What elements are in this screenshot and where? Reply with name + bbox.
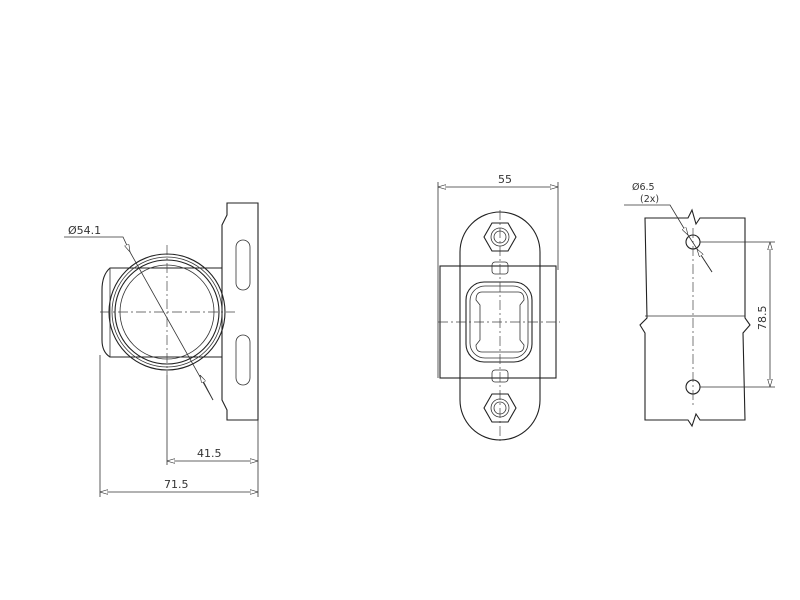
hole-leader — [624, 204, 688, 235]
nut-bore — [490, 398, 510, 418]
nut-bottom — [483, 393, 517, 423]
hole-diameter-arrow — [697, 249, 713, 273]
hex-nut-icon — [483, 222, 517, 252]
dim-width: 55 — [498, 173, 512, 186]
dim-hole-spacing: 78.5 — [756, 306, 769, 331]
bolt — [493, 230, 507, 244]
mounting-surface — [639, 208, 751, 428]
slot-lower — [235, 334, 251, 386]
housing — [101, 267, 222, 358]
dim-overall-depth: 71.5 — [164, 478, 189, 491]
slot-upper — [235, 239, 251, 291]
hole-pattern-view: 78.5 Ø6.5 (2x) — [624, 182, 775, 428]
bolt — [493, 401, 507, 415]
diameter-label: Ø54.1 — [68, 224, 101, 237]
diameter-leader — [64, 236, 130, 252]
side-view: 41.5 71.5 Ø54.1 — [64, 202, 259, 497]
hole-diameter-label: Ø6.5 — [632, 182, 655, 193]
hole-count-label: (2x) — [640, 194, 659, 205]
front-view: 55 — [437, 173, 560, 442]
dim-center-to-back: 41.5 — [197, 447, 222, 460]
diameter-arrow — [200, 375, 214, 401]
nut-bore — [490, 227, 510, 247]
mounting-plate — [221, 202, 259, 421]
hex-nut-icon — [483, 393, 517, 423]
nut-top — [483, 222, 517, 252]
diameter-line — [129, 251, 214, 401]
connector-opening — [475, 291, 525, 353]
